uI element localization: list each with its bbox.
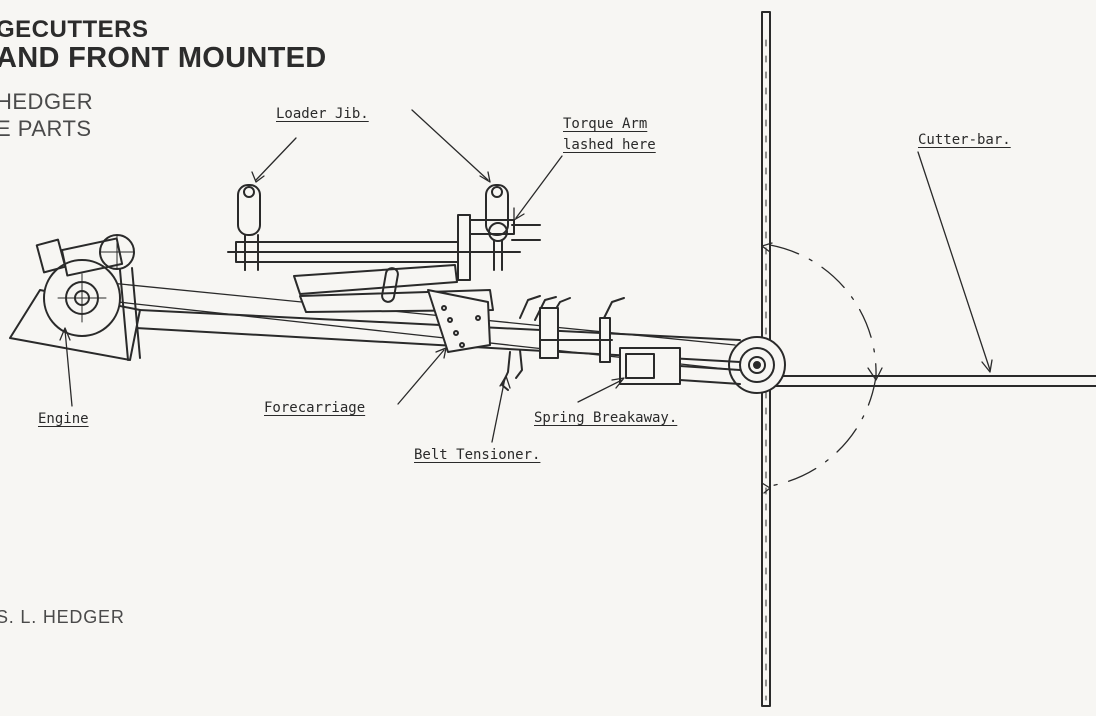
- breakaway-brackets: [519, 295, 625, 363]
- author-byline: S. L. HEDGER: [0, 607, 125, 627]
- engine-unit: [9, 234, 141, 361]
- label-torque-arm-line2: lashed here: [563, 137, 656, 153]
- label-cutter-bar: Cutter-bar.: [918, 132, 1011, 148]
- cutter-bar: [769, 375, 1096, 387]
- title-line-1: GECUTTERS: [0, 16, 149, 43]
- belt-tensioner: [501, 349, 523, 391]
- subtitle-line-1: HEDGER: [0, 89, 94, 114]
- label-loader-jib: Loader Jib.: [276, 106, 369, 122]
- subtitle-line-2: E PARTS: [0, 116, 92, 141]
- label-forecarriage: Forecarriage: [264, 400, 366, 416]
- leader-lines: [59, 109, 993, 443]
- label-spring-breakaway: Spring Breakaway.: [534, 410, 678, 426]
- label-engine: Engine: [38, 411, 89, 427]
- rotation-arc: [761, 242, 883, 494]
- loader-frame: [227, 184, 541, 281]
- label-torque-arm-line1: Torque Arm: [563, 116, 648, 132]
- forecarriage-plate: [427, 289, 491, 353]
- title-line-2: AND FRONT MOUNTED: [0, 42, 327, 74]
- pivot-hub: [728, 336, 786, 394]
- label-belt-tensioner: Belt Tensioner.: [414, 447, 541, 463]
- spring-breakaway-cylinder: [619, 347, 741, 385]
